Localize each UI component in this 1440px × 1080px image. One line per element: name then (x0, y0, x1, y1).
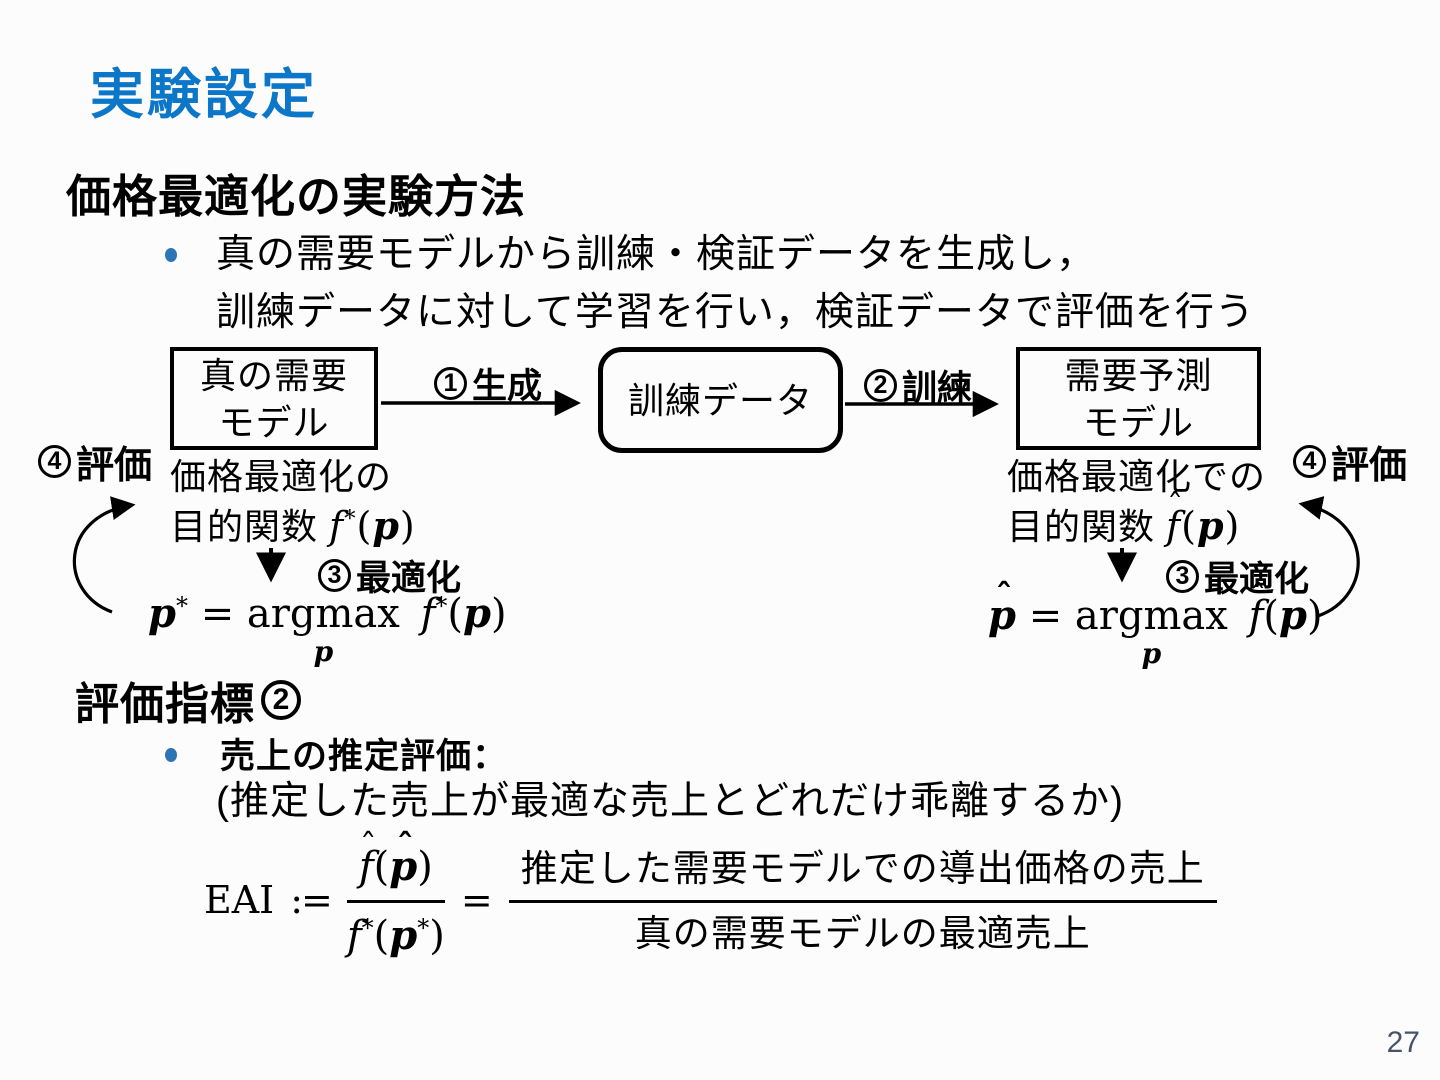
objective-function-true-math: f*(p) (329, 503, 416, 548)
method-bullet-line2: 訓練データに対して学習を行い，検証データで評価を行う (216, 291, 1255, 334)
section-metric-number-circle: 2 (261, 680, 301, 720)
left-caption-line1: 価格最適化の (170, 456, 393, 497)
eai-text-numerator: 推定した需要モデルでの導出価格の売上 (508, 842, 1217, 903)
step-train-text: 訓練 (902, 369, 973, 408)
step-optimize-text-right: 最適化 (1204, 560, 1310, 599)
step-evaluate-text-left: 評価 (76, 445, 153, 487)
box-pred-line1: 需要予測 (1064, 354, 1213, 396)
metric-bullet-note: (推定した売上が最適な売上とどれだけ乖離するか) (216, 780, 1124, 823)
bullet-icon-2 (165, 748, 177, 762)
page-number: 27 (1386, 1026, 1420, 1059)
eai-text-fraction: 推定した需要モデルでの導出価格の売上 真の需要モデルの最適売上 (508, 842, 1217, 958)
eai-math-denominator: f*(p*) (346, 912, 445, 959)
metric-bullet-bold: 売上の推定評価： (220, 737, 509, 776)
evaluate-arrow-left (72, 496, 136, 614)
box-training-data: 訓練データ (598, 347, 843, 453)
page-title: 実験設定 (90, 65, 318, 125)
box-true-line1: 真の需要 (199, 354, 348, 396)
step-evaluate-number-circle-right: 4 (1293, 445, 1326, 478)
step-generate-text: 生成 (472, 367, 543, 406)
box-demand-forecast-model: 需要予測 モデル (1016, 347, 1261, 450)
method-bullet-text: 真の需要モデルから訓練・検証データを生成し， 訓練データに対して学習を行い，検証… (216, 226, 1255, 342)
box-training-label: 訓練データ (627, 379, 813, 421)
left-objective-caption: 価格最適化の 目的関数 f*(p) (170, 452, 416, 557)
step-optimize-text-left: 最適化 (356, 559, 462, 598)
step-optimize-number-circle-right: 3 (1166, 560, 1199, 593)
eai-text-denominator: 真の需要モデルの最適売上 (634, 913, 1091, 954)
step-evaluate-number-circle-left: 4 (38, 445, 71, 478)
step-optimize-number-circle-left: 3 (318, 559, 351, 592)
method-bullet-line1: 真の需要モデルから訓練・検証データを生成し， (216, 233, 1097, 276)
right-caption-line1: 価格最適化での (1007, 456, 1267, 497)
step-evaluate-text-right: 評価 (1331, 445, 1408, 487)
section-metric-heading-text: 評価指標 (75, 680, 255, 729)
step-generate-number-circle: 1 (434, 367, 467, 400)
step-train-number-circle: 2 (864, 369, 897, 402)
left-caption-line2: 目的関数 f*(p) (170, 503, 416, 548)
box-true-line2: モデル (218, 401, 330, 443)
section-metric-heading: 評価指標 2 (75, 668, 301, 732)
eai-equals: = (460, 877, 493, 922)
box-true-demand-model: 真の需要 モデル (170, 347, 378, 450)
box-pred-line2: モデル (1082, 401, 1194, 443)
eai-lhs: EAI (204, 877, 275, 922)
eai-defeq: := (290, 877, 333, 922)
bullet-icon (165, 248, 177, 262)
section-method-heading: 価格最適化の実験方法 (66, 171, 527, 222)
